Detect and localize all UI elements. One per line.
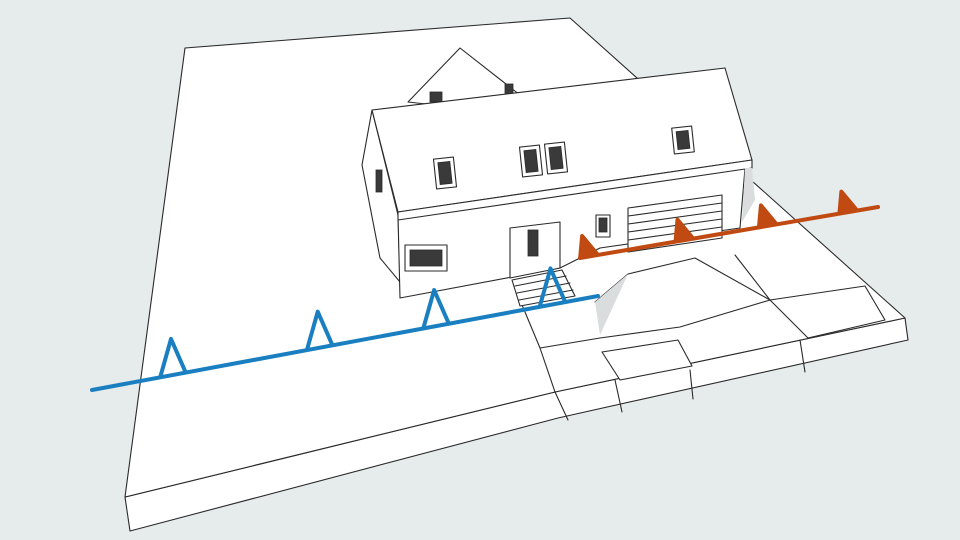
section-marker[interactable] [837,189,859,214]
section-line-stroke[interactable] [578,205,880,260]
section-marker[interactable] [537,266,568,308]
section-marker[interactable] [578,233,600,259]
section-marker[interactable] [673,217,695,242]
section-marker[interactable] [756,203,779,228]
section-line-a[interactable] [90,266,600,392]
roof-windows [432,125,695,190]
section-line-stroke[interactable] [90,294,600,392]
dormer-window [504,83,514,95]
section-line-b[interactable] [578,189,880,260]
house-model [361,47,755,307]
section-marker[interactable] [304,309,335,351]
paving [519,254,886,393]
section-marker[interactable] [421,288,451,329]
dormer-window [429,91,443,103]
section-marker[interactable] [158,336,188,378]
wall-window-pane [409,249,443,267]
